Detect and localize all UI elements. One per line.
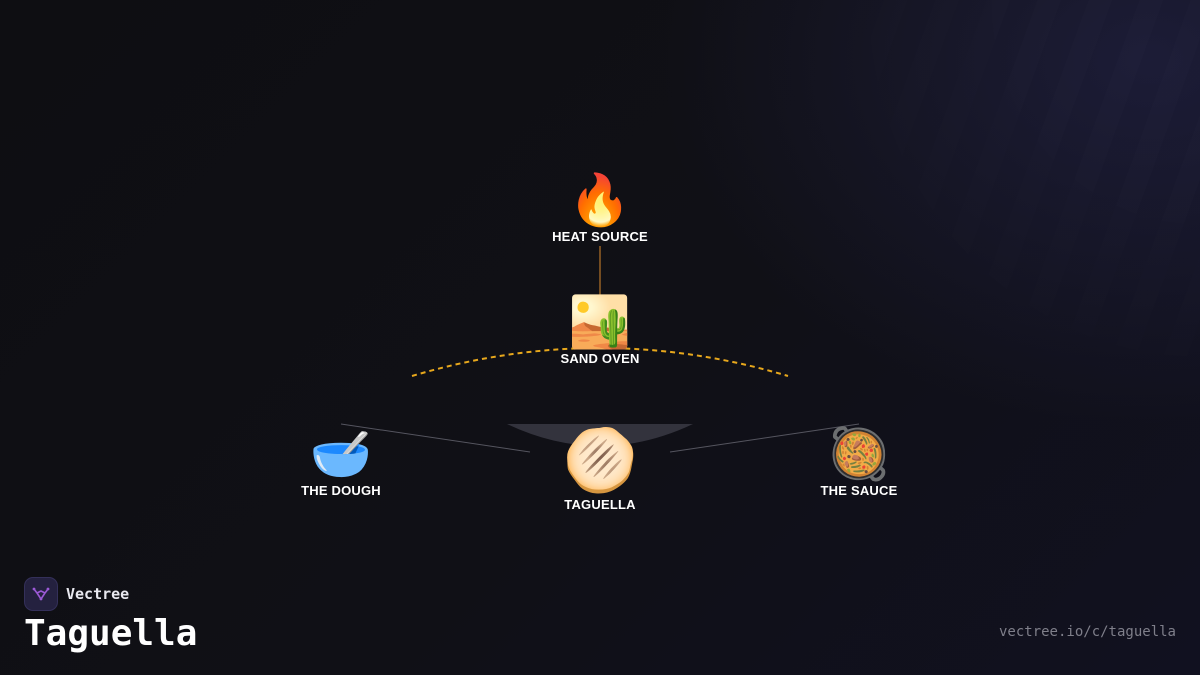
page-title: Taguella: [24, 613, 198, 654]
fire-icon: 🔥: [568, 172, 632, 228]
vectree-logo-icon: [24, 577, 58, 611]
page-url[interactable]: vectree.io/c/taguella: [998, 624, 1176, 640]
node-the-dough-label: THE DOUGH: [301, 483, 381, 498]
brand[interactable]: Vectree: [24, 577, 129, 611]
brand-name: Vectree: [66, 585, 130, 603]
node-heat-source-label: HEAT SOURCE: [552, 229, 648, 244]
bowl-with-spoon-icon: 🥣: [309, 426, 373, 482]
node-heat-source[interactable]: 🔥 HEAT SOURCE: [520, 173, 680, 244]
node-the-dough[interactable]: 🥣 THE DOUGH: [261, 427, 421, 498]
flatbread-icon: 🫓: [562, 428, 638, 494]
paella-pan-icon: 🥘: [827, 426, 891, 482]
sauce-to-taguella-link: [669, 423, 860, 453]
node-sand-oven[interactable]: 🏜️ SAND OVEN: [520, 295, 680, 366]
node-taguella-label: TAGUELLA: [564, 497, 636, 512]
node-the-sauce-label: THE SAUCE: [820, 483, 898, 498]
node-sand-oven-label: SAND OVEN: [560, 351, 640, 366]
node-the-sauce[interactable]: 🥘 THE SAUCE: [779, 427, 939, 498]
background-rays: [680, 0, 1200, 560]
dough-to-taguella-link: [340, 423, 531, 453]
desert-icon: 🏜️: [568, 294, 632, 350]
taguella-bowl-shape: [507, 424, 693, 446]
node-taguella[interactable]: 🫓 TAGUELLA: [520, 427, 680, 512]
sand-oven-arc: [411, 347, 789, 377]
